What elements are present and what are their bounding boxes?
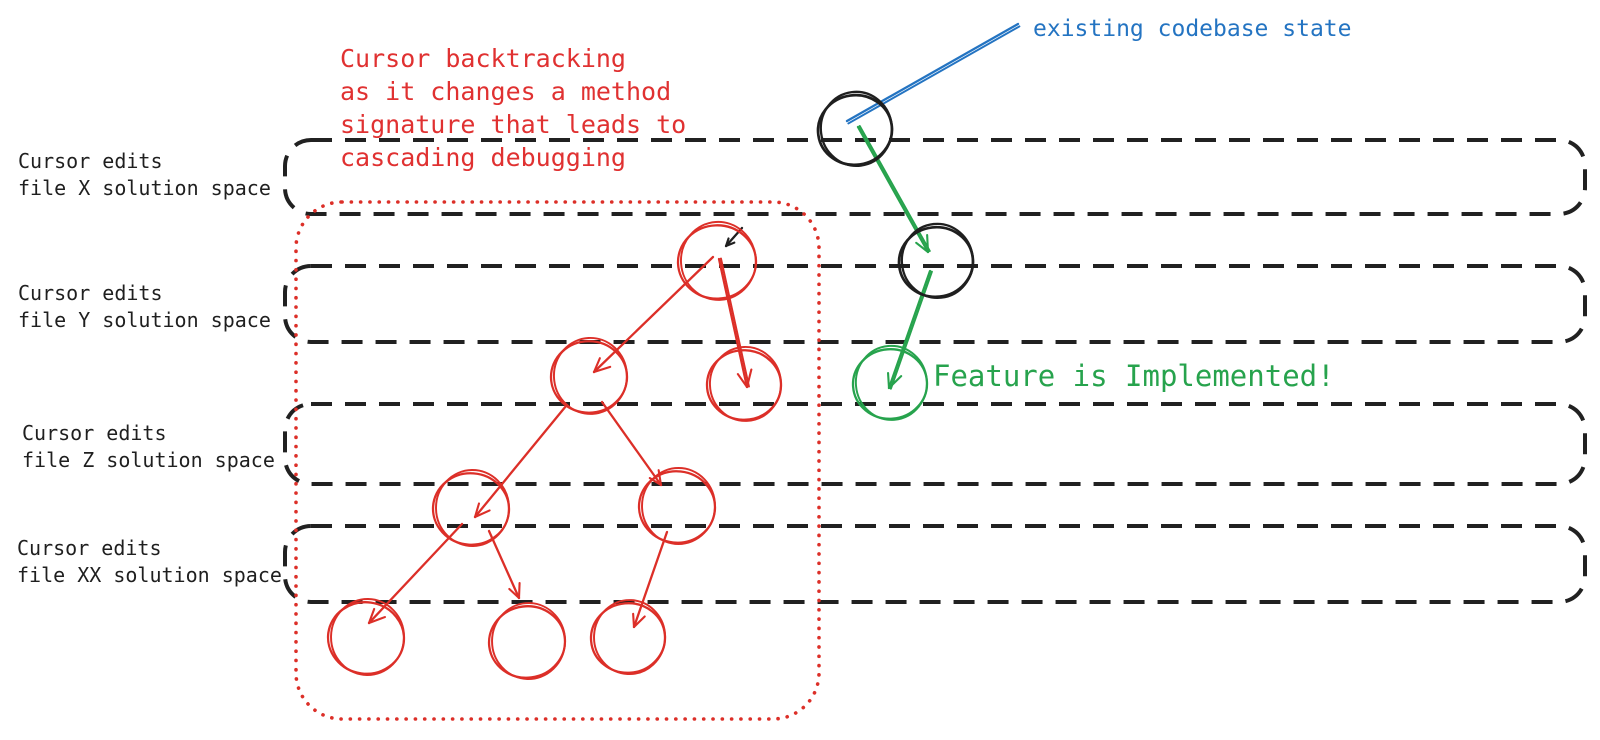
arrow-red2-to-red4 (473, 404, 568, 519)
node-red-6 (326, 598, 406, 677)
row-label-file-y: Cursor edits file Y solution space (18, 281, 271, 332)
arrow-red1-to-red3 (717, 257, 753, 389)
node-red-3 (705, 345, 783, 422)
row-label-file-z: Cursor edits file Z solution space (22, 421, 275, 472)
node-red-2 (549, 336, 629, 415)
existing-codebase-state-label: existing codebase state (1033, 16, 1352, 42)
arrow-red4-to-red6 (367, 522, 464, 625)
red-backtracking-note: Cursor backtracking as it changes a meth… (340, 44, 687, 172)
node-red-4 (431, 468, 511, 547)
band-file-xx (283, 524, 1587, 604)
arrow-state-to-step (856, 125, 931, 254)
backtracking-region (294, 200, 821, 721)
row-label-file-x: Cursor edits file X solution space (18, 149, 271, 200)
arrow-step-to-done (887, 269, 933, 390)
arrow-red5-to-red8 (632, 530, 669, 629)
arrow-red1-to-red2 (592, 255, 715, 374)
band-file-x (283, 138, 1587, 216)
row-label-file-xx: Cursor edits file XX solution space (17, 536, 282, 587)
feature-implemented-label: Feature is Implemented! (933, 359, 1335, 393)
node-codebase-state (816, 90, 894, 167)
arrow-red2-to-red5 (600, 400, 663, 487)
node-codebase-step (897, 222, 975, 299)
band-file-z (283, 402, 1587, 486)
node-red-7 (487, 602, 567, 681)
node-feature-done (851, 344, 929, 421)
node-red-1 (676, 220, 758, 301)
blue-pointer-line (845, 22, 1021, 125)
node-red-5 (637, 467, 717, 545)
arrow-red4-to-red7 (487, 529, 521, 600)
node-red-8 (589, 599, 667, 676)
band-file-y (283, 264, 1587, 344)
